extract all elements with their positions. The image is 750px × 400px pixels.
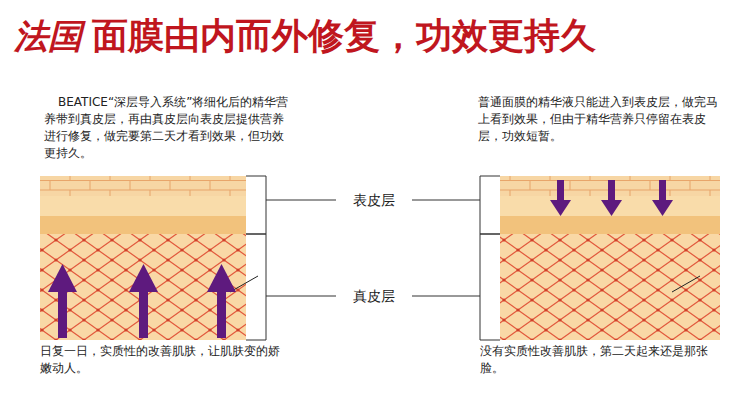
result-text: 日复一日，实质性的改善肌肤，让肌肤变的娇嫩动人。 (40, 343, 290, 377)
page-title: 面膜由内而外修复，功效更持久 (92, 14, 596, 58)
bracket-lines (246, 176, 500, 340)
left-skin (40, 176, 258, 340)
brand-country: 法国 (14, 14, 82, 58)
result-text: 没有实质性改善肌肤，第二天起来还是那张脸。 (480, 343, 730, 377)
layer-label: 真皮层 (350, 287, 398, 305)
description-text: 普通面膜的精华液只能进入到表皮层，做完马上看到效果，但由于精华营养只停留在表皮层… (478, 94, 726, 145)
right-skin (500, 176, 720, 340)
layer-label: 表皮层 (350, 191, 398, 209)
description-text: BEATICE“深层导入系统”将细化后的精华营养带到真皮层，再由真皮层向表皮层提… (44, 94, 290, 162)
